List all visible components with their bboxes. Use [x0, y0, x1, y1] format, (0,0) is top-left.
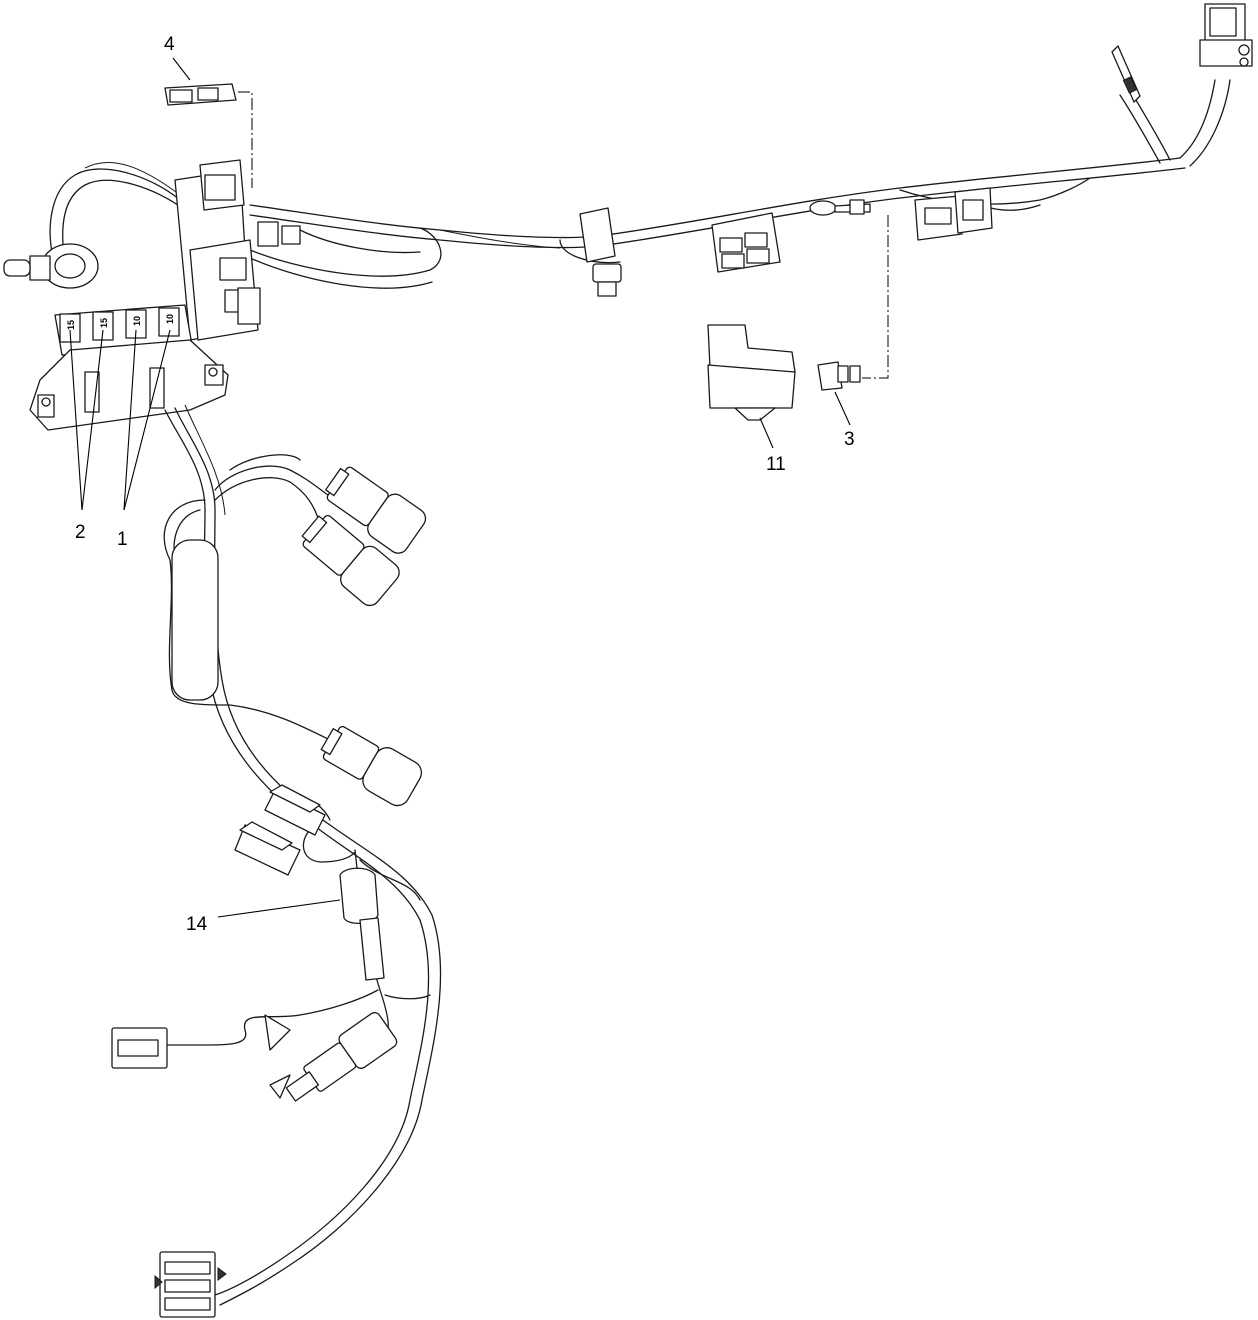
callout-3: 3 — [844, 429, 855, 450]
connector-trunk-right — [914, 187, 993, 241]
cable-tie-bottom — [264, 1014, 291, 1051]
fuse-label-3: 10 — [132, 316, 142, 326]
fuse-1 — [59, 313, 81, 343]
callout-1: 1 — [117, 529, 128, 550]
connector-middle — [320, 725, 423, 807]
connector-bottom — [154, 1251, 227, 1318]
connector-bottom-left — [111, 1027, 168, 1069]
terminal-top-right — [1111, 45, 1141, 103]
part-3-fuse — [817, 361, 861, 391]
part-11-relay — [707, 324, 796, 421]
callout-11: 11 — [766, 454, 786, 475]
connector-bottom-center — [269, 1012, 398, 1102]
leader-lines — [69, 57, 851, 918]
harness-sleeve — [171, 539, 219, 701]
part-14-inline — [339, 867, 385, 981]
callout-4: 4 — [164, 34, 175, 55]
connector-trunk-middle — [711, 212, 781, 273]
fuse-2 — [92, 311, 114, 341]
part-4-fuse — [164, 83, 237, 106]
assembly-lines — [238, 91, 889, 379]
callout-14: 14 — [186, 914, 208, 935]
fuse-label-4: 10 — [165, 314, 175, 324]
fuse-label-1: 15 — [66, 320, 76, 330]
callout-2: 2 — [75, 522, 86, 543]
plug-upper — [264, 784, 326, 836]
harness-trunk-down — [163, 404, 442, 1306]
plug-lower — [234, 821, 301, 876]
fuse-block: 15 15 10 10 — [29, 159, 301, 431]
fuse-label-2: 15 — [99, 318, 109, 328]
ring-terminal — [809, 199, 871, 216]
grommet-upper-left — [3, 243, 99, 289]
connector-pair — [301, 466, 427, 607]
connector-top-right — [1199, 3, 1253, 67]
harness-clip — [579, 207, 622, 297]
harness-trunk-top — [49, 79, 1231, 289]
